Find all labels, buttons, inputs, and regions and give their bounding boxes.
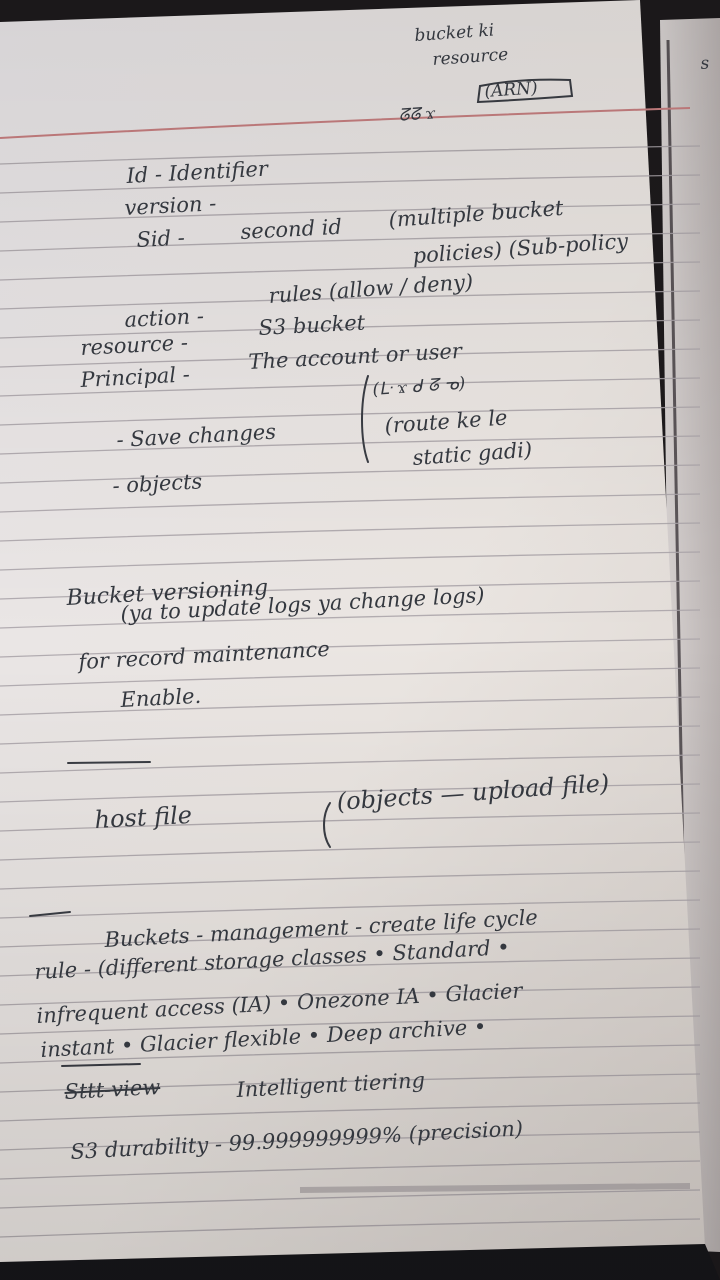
right-page-letter: s	[699, 53, 710, 74]
step-objects: - objects	[111, 469, 203, 498]
policy-sid-value: second id	[239, 214, 343, 244]
header-note-line-4: (ARN)	[483, 78, 539, 102]
policy-action-label: action -	[123, 303, 205, 332]
host-file-label: host file	[93, 800, 193, 834]
policy-version-line: version -	[123, 191, 217, 220]
policy-principal-label: Principal -	[79, 362, 191, 392]
policy-resource-value: S3 bucket	[257, 310, 366, 340]
versioning-line-3: Enable.	[119, 683, 202, 712]
header-note-line-3: ᘔᘔ ϫ	[397, 103, 436, 126]
policy-resource-label: resource -	[79, 330, 189, 360]
policy-sid-label: Sid -	[135, 225, 186, 252]
struck-out-text: Sttt-view	[63, 1074, 161, 1104]
